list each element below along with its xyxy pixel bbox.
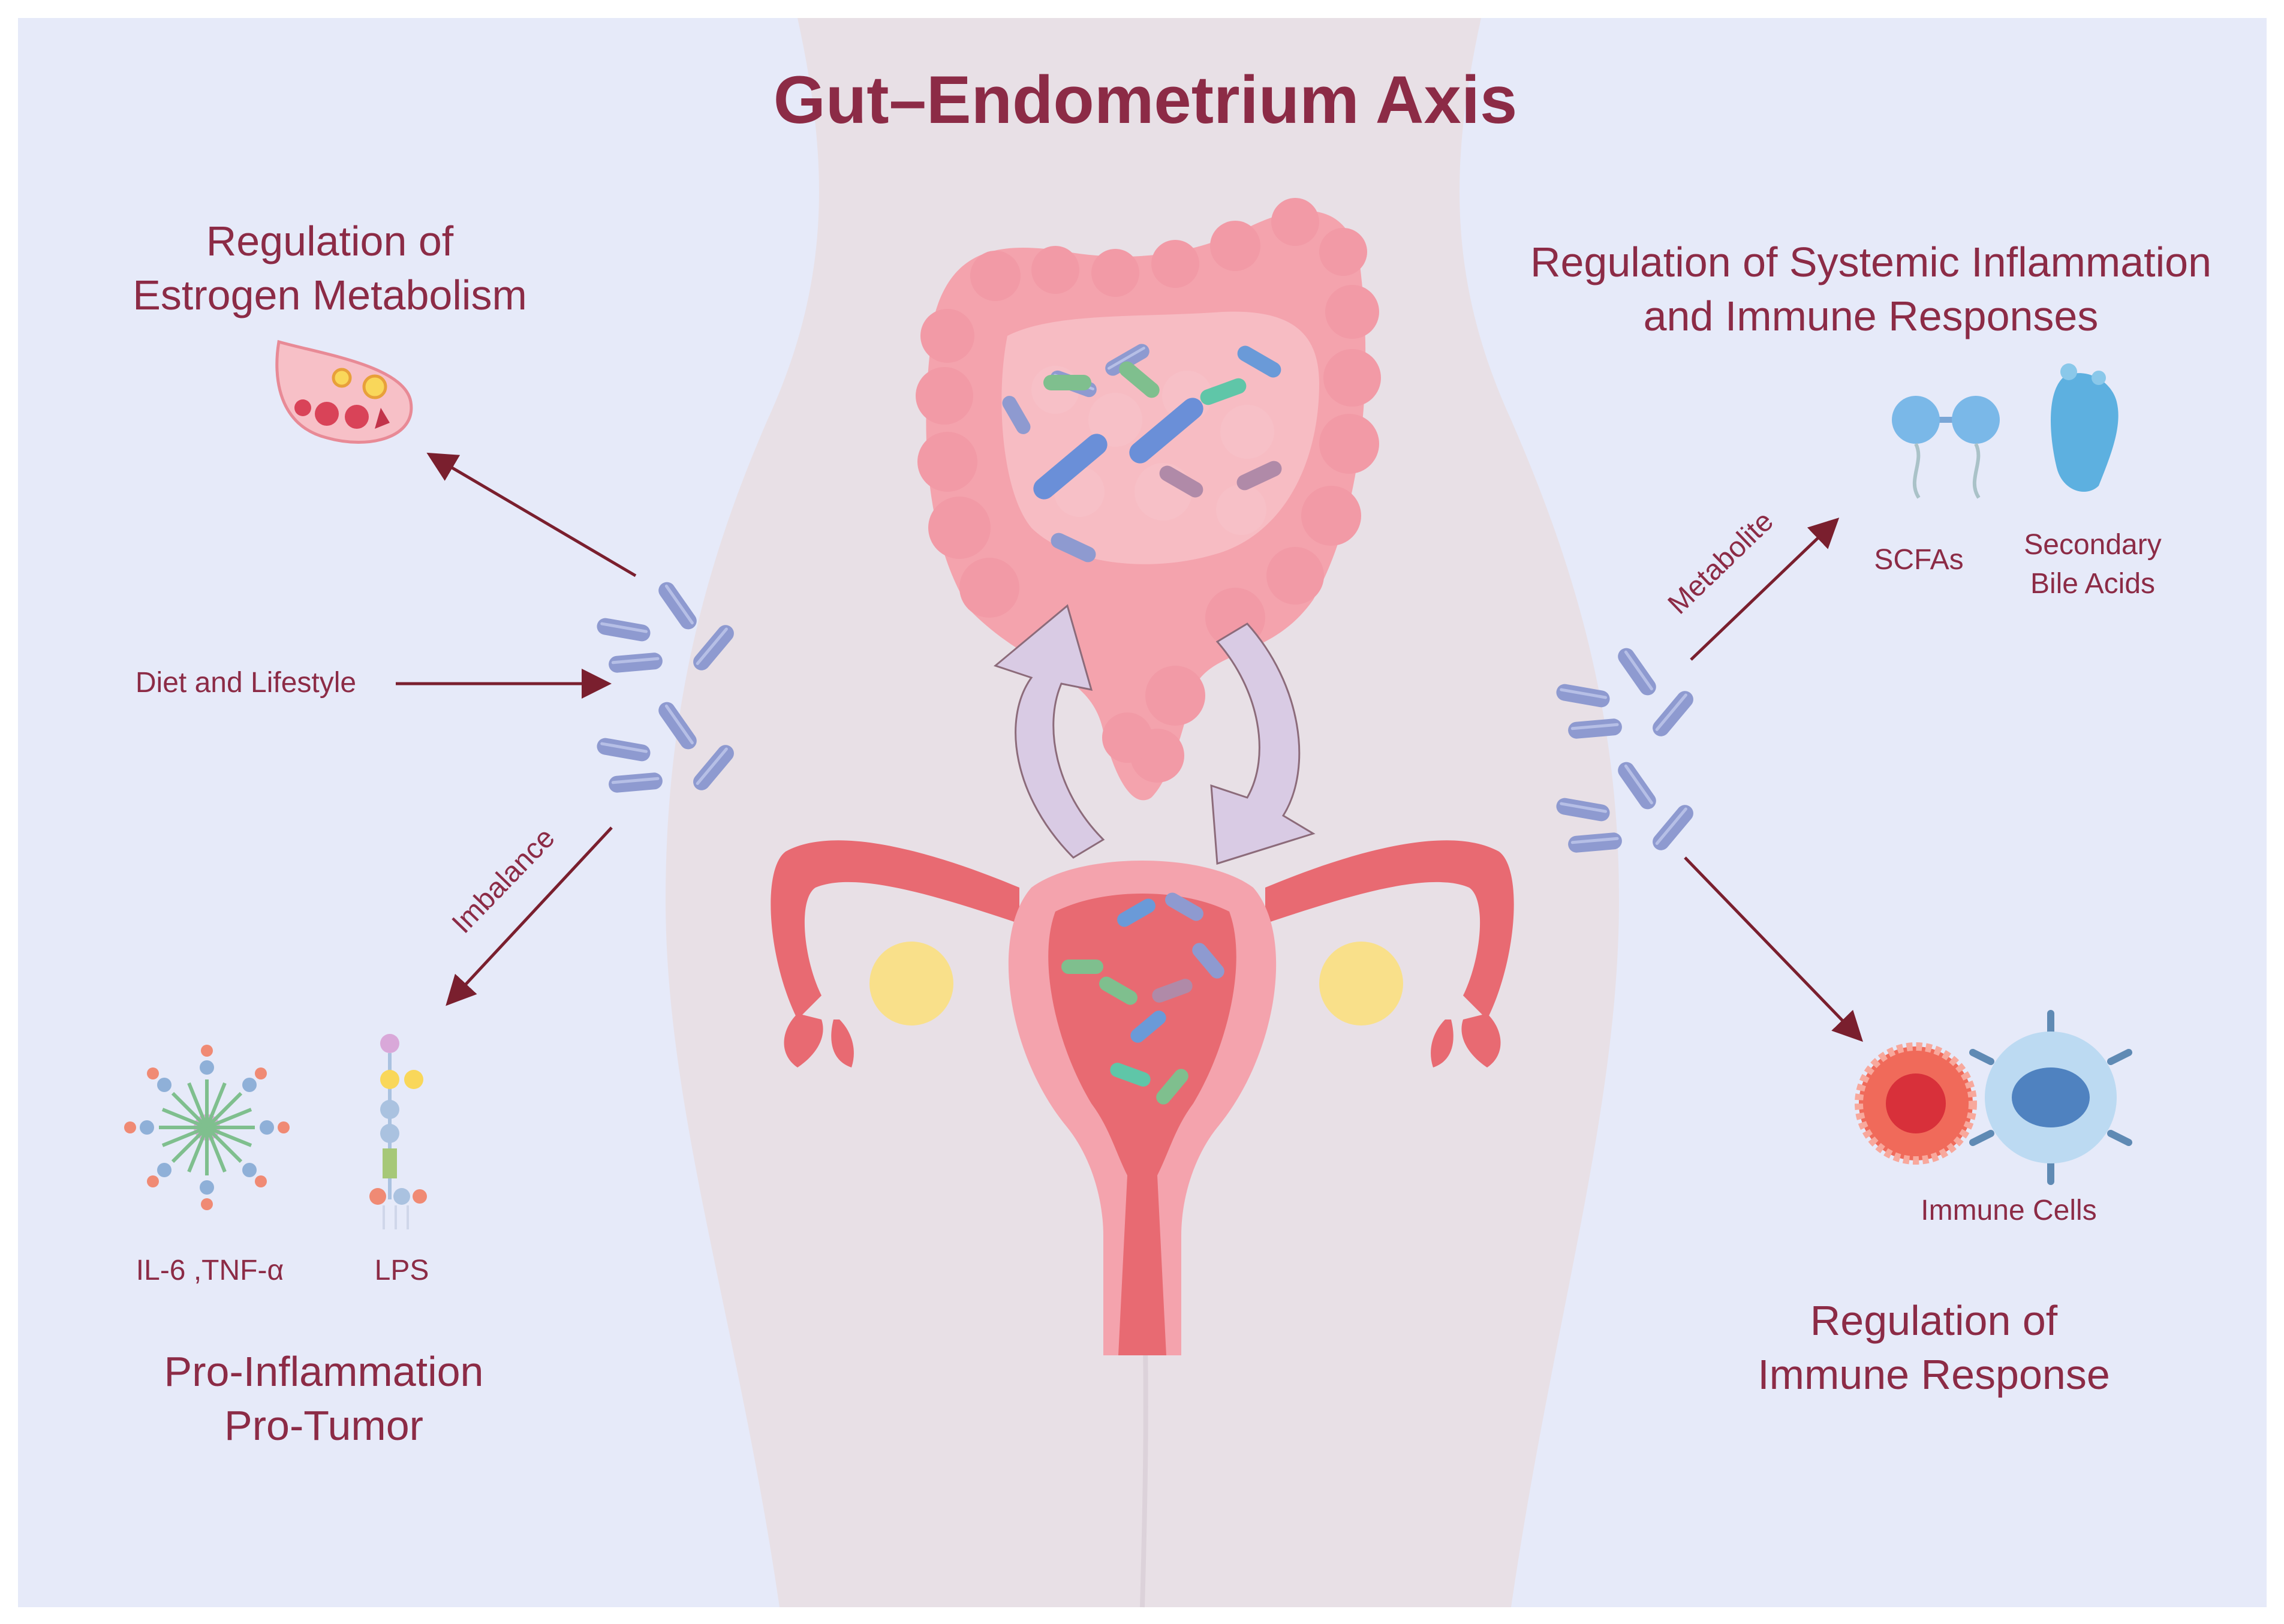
bile-acid-label-line1: Secondary (2024, 529, 2162, 561)
cytokine-label: IL-6 ,TNF-α (136, 1255, 284, 1286)
arrow-immune (1684, 856, 1863, 1042)
immune-heading-line2: Immune Response (1758, 1351, 2110, 1398)
diet-label: Diet and Lifestyle (135, 667, 357, 699)
estrogen-heading-line2: Estrogen Metabolism (133, 272, 527, 318)
systemic-heading-line1: Regulation of Systemic Inflammation (1530, 239, 2212, 285)
uterus (771, 840, 1514, 1355)
immune-cell-red (1855, 1042, 1977, 1165)
cytokine-icon (124, 1045, 290, 1210)
body-silhouette (666, 18, 1619, 1607)
immune-heading-line1: Regulation of (1810, 1297, 2058, 1344)
pro-inflammation-label: Pro-Inflammation (164, 1348, 484, 1395)
scfa-label: SCFAs (1874, 544, 1964, 576)
bile-acid-icon (2051, 363, 2119, 492)
immune-cell-blue (1969, 1010, 2132, 1185)
immune-cells-label: Immune Cells (1921, 1195, 2097, 1226)
arrow-imbalance (446, 826, 613, 1006)
lps-icon (369, 1034, 427, 1229)
right-ovary (1319, 942, 1403, 1025)
axis-arrow-down (1210, 622, 1316, 865)
gut-microbes (1002, 341, 1282, 563)
lps-label: LPS (374, 1255, 429, 1286)
pro-tumor-label: Pro-Tumor (224, 1402, 423, 1449)
arrow-metabolite (1690, 518, 1840, 661)
diagram-title: Gut–Endometrium Axis (773, 62, 1518, 137)
systemic-heading-line2: and Immune Responses (1643, 293, 2099, 339)
arrow-to-estrogen (426, 452, 637, 578)
scfa-icon (1892, 396, 2000, 499)
axis-arrow-up (993, 604, 1105, 859)
estrogen-heading-line1: Regulation of (206, 218, 454, 264)
bile-acid-label-line2: Bile Acids (2030, 568, 2156, 600)
left-ovary (869, 942, 953, 1025)
ovary-icon (275, 339, 413, 444)
